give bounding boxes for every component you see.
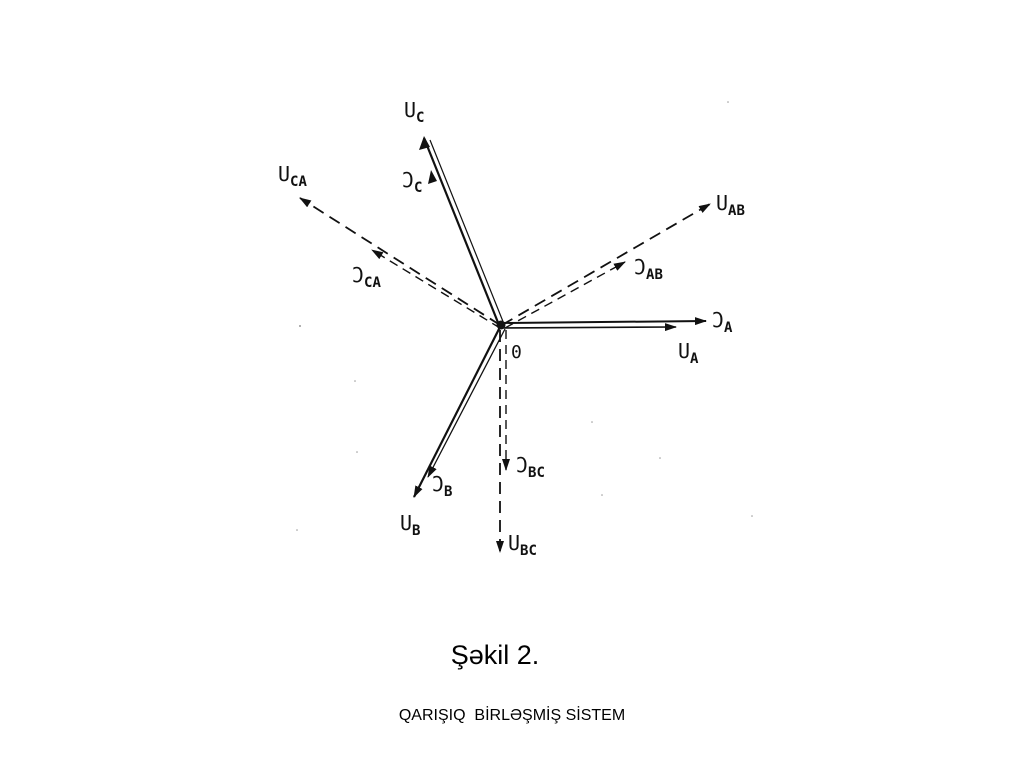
vector-u-ab [501, 203, 711, 326]
label-u-b: UB [400, 511, 420, 539]
vector-u-a [501, 323, 677, 332]
label-u-ca: UCA [278, 162, 307, 190]
figure-subtitle: QARIŞIQ BİRLƏŞMİŞ SİSTEM [398, 707, 626, 724]
vector-i-ca [371, 249, 501, 329]
scan-specks [296, 101, 753, 531]
vector-u-c [419, 136, 505, 326]
figure-caption: Şəkil 2. [450, 640, 540, 670]
vector-i-b [427, 328, 506, 478]
label-u-bc: UBC [508, 531, 537, 559]
origin-point [496, 320, 506, 330]
label-i-ab: ϽAB [634, 255, 663, 283]
arrowhead-i-c [428, 170, 437, 184]
label-u-ab: UAB [716, 191, 745, 219]
vector-u-ca [299, 197, 501, 326]
vector-u-b [413, 326, 501, 498]
label-u-a: UA [678, 339, 699, 367]
arrowhead-u-c [419, 136, 430, 150]
label-i-a: ϽA [712, 308, 733, 336]
label-u-c: UC [404, 98, 424, 126]
vector-i-c [428, 170, 437, 184]
phasor-diagram: 0 UC ϽC UCA ϽCA UAB ϽAB ϽA UA ϽB UB ϽBC … [278, 98, 753, 559]
label-i-bc: ϽBC [516, 453, 545, 481]
label-i-b: ϽB [432, 472, 452, 500]
vector-i-a [501, 317, 707, 326]
vector-i-ab [504, 261, 626, 329]
label-i-c: ϽC [402, 168, 422, 196]
origin-label: 0 [511, 342, 522, 363]
label-i-ca: ϽCA [352, 263, 381, 291]
